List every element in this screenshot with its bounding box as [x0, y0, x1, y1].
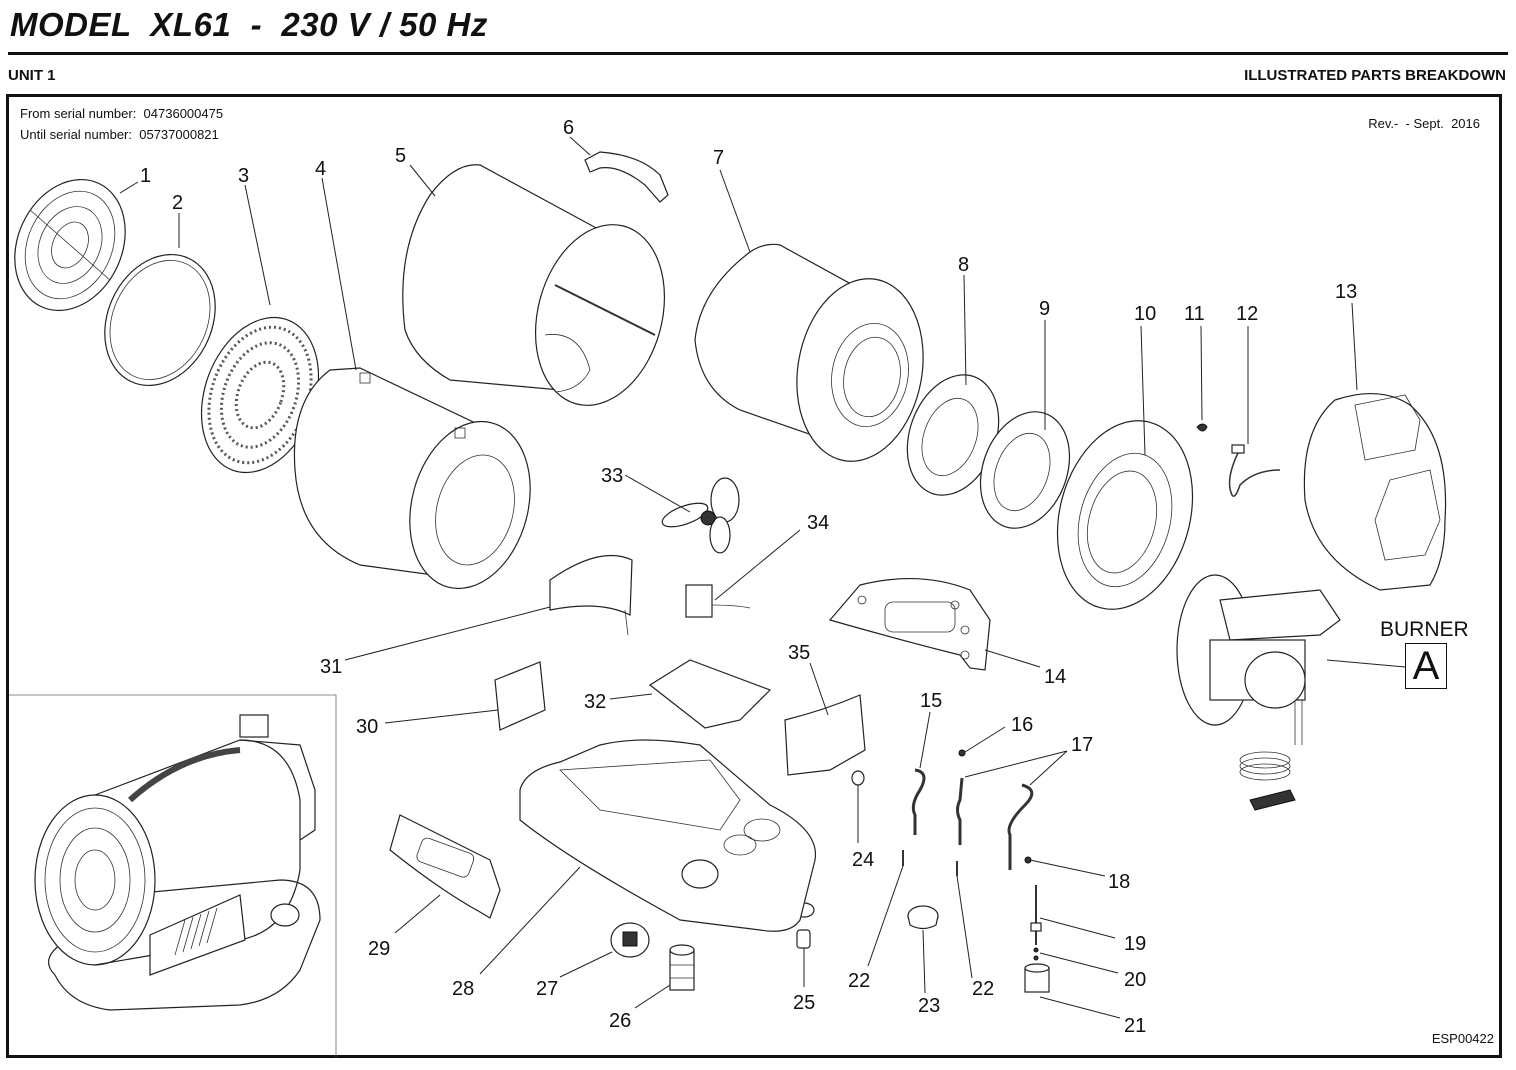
callout-1: 1 — [140, 165, 151, 187]
callout-7: 7 — [713, 147, 724, 169]
callout-24: 24 — [852, 849, 874, 871]
callout-3: 3 — [238, 165, 249, 187]
part-33-fan — [661, 477, 740, 554]
leader-lines — [119, 136, 1406, 1019]
burner-reference-box: A — [1405, 643, 1447, 689]
callout-9: 9 — [1039, 298, 1050, 320]
part-24-grommet — [851, 770, 865, 786]
callout-22-right: 22 — [972, 978, 994, 1000]
part-26-strainer — [669, 944, 695, 991]
part-9-gasket — [979, 411, 1071, 529]
burner-assembly — [1176, 574, 1341, 811]
callout-32: 32 — [584, 691, 606, 713]
revision-label: Rev.- - Sept. 2016 — [1368, 116, 1480, 131]
diagram-frame — [6, 94, 1502, 1058]
callout-34: 34 — [807, 512, 829, 534]
callout-8: 8 — [958, 254, 969, 276]
part-19-21-fuel-filter — [1024, 885, 1050, 993]
callout-10: 10 — [1134, 303, 1156, 325]
callout-25: 25 — [793, 992, 815, 1014]
section-title: ILLUSTRATED PARTS BREAKDOWN — [1244, 67, 1506, 84]
callout-28: 28 — [452, 978, 474, 1000]
callout-6: 6 — [563, 117, 574, 139]
callout-5: 5 — [395, 145, 406, 167]
callout-17: 17 — [1071, 734, 1093, 756]
callout-12: 12 — [1236, 303, 1258, 325]
callout-20: 20 — [1124, 969, 1146, 991]
callout-30: 30 — [356, 716, 378, 738]
callout-29: 29 — [368, 938, 390, 960]
callout-27: 27 — [536, 978, 558, 1000]
part-28-fuel-tank — [519, 739, 817, 932]
part-8-gasket — [906, 374, 1000, 496]
part-10-rear-plate — [1056, 420, 1194, 610]
part-31-band — [549, 554, 633, 636]
serial-from: From serial number: 04736000475 — [20, 106, 223, 121]
callout-14: 14 — [1044, 666, 1066, 688]
callout-11: 11 — [1184, 303, 1205, 325]
part-15-fuel-pipe — [911, 768, 926, 835]
callout-19: 19 — [1124, 933, 1146, 955]
part-2-ring — [104, 253, 216, 387]
part-16-screw — [958, 749, 966, 757]
serial-from-label: From serial number: — [20, 106, 137, 121]
callout-16: 16 — [1011, 714, 1033, 736]
part-23-cap — [907, 905, 939, 930]
part-4-combustion-chamber — [293, 367, 531, 590]
part-12-sensor-cable — [1228, 444, 1281, 497]
callout-23: 23 — [918, 995, 940, 1017]
unit-label: UNIT 1 — [8, 67, 56, 84]
part-1-front-guard — [14, 178, 126, 312]
serial-until-value: 05737000821 — [139, 127, 219, 142]
part-29-side-panel — [389, 814, 501, 919]
part-32-motor-bracket — [648, 659, 772, 729]
drawing-code: ESP00422 — [1431, 1031, 1494, 1046]
part-7-heat-exchanger — [694, 243, 924, 462]
serial-from-value: 04736000475 — [143, 106, 224, 121]
part-13-rear-housing — [1303, 392, 1447, 591]
callout-26: 26 — [609, 1010, 631, 1032]
part-5-outer-shell — [402, 164, 666, 406]
callout-labels: 1 2 3 4 5 6 7 8 9 10 11 12 13 14 15 16 1… — [140, 117, 1357, 1037]
callout-21: 21 — [1124, 1015, 1146, 1037]
serial-until: Until serial number: 05737000821 — [20, 127, 219, 142]
part-27-tank-cap — [610, 922, 650, 958]
serial-until-label: Until serial number: — [20, 127, 132, 142]
callout-31: 31 — [320, 656, 342, 678]
callout-33: 33 — [601, 465, 623, 487]
part-17-fuel-pipes — [956, 777, 1034, 870]
callout-15: 15 — [920, 690, 942, 712]
part-11-clip — [1196, 423, 1208, 432]
page-title: MODEL XL61 - 230 V / 50 Hz — [10, 6, 488, 43]
callout-13: 13 — [1335, 281, 1357, 303]
callout-22-left: 22 — [848, 970, 870, 992]
part-14-side-panel — [828, 577, 991, 671]
part-34-motor — [685, 584, 751, 618]
callout-4: 4 — [315, 158, 326, 180]
title-divider — [8, 52, 1508, 55]
part-30-bracket — [494, 661, 546, 731]
assembled-heater-inset — [9, 694, 337, 1057]
callout-35: 35 — [788, 642, 810, 664]
part-35-bracket — [784, 694, 866, 776]
callout-2: 2 — [172, 192, 183, 214]
callout-18: 18 — [1108, 871, 1130, 893]
part-6-handle — [584, 151, 669, 203]
burner-label: BURNER — [1380, 618, 1469, 641]
